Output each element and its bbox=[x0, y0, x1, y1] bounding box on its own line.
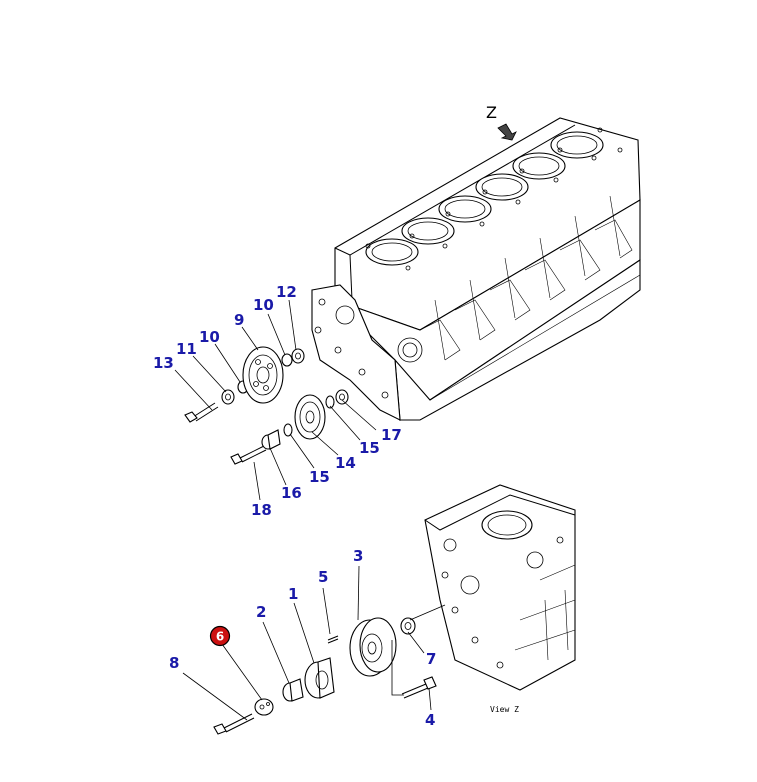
callout-8: 8 bbox=[169, 654, 179, 672]
engine-block-upper: Z bbox=[311, 103, 641, 421]
leader-lines bbox=[174, 299, 432, 721]
callout-10-right: 10 bbox=[253, 296, 274, 314]
callout-4: 4 bbox=[425, 711, 435, 729]
idler-gear-14 bbox=[294, 394, 326, 440]
washer-12 bbox=[291, 348, 305, 364]
bolt-8 bbox=[213, 713, 255, 735]
bolt-4 bbox=[401, 676, 437, 699]
washer-17 bbox=[335, 389, 349, 405]
view-caption: View Z bbox=[490, 705, 519, 714]
bushing-2 bbox=[282, 678, 304, 702]
washer-11 bbox=[221, 389, 235, 405]
callout-15-left: 15 bbox=[309, 468, 330, 486]
view-z-arrow-icon bbox=[497, 123, 517, 141]
callout-9: 9 bbox=[234, 311, 244, 329]
pin-5 bbox=[327, 635, 339, 644]
bolt-18 bbox=[230, 445, 267, 465]
callout-7: 7 bbox=[426, 650, 436, 668]
engine-block-lower: View Z bbox=[424, 484, 576, 714]
upper-gear-train bbox=[184, 346, 349, 465]
callout-13: 13 bbox=[153, 354, 174, 372]
view-marker-label: Z bbox=[486, 103, 497, 122]
spacer-16 bbox=[261, 429, 281, 450]
callout-15-right: 15 bbox=[359, 439, 380, 457]
callout-10-left: 10 bbox=[199, 328, 220, 346]
callout-16: 16 bbox=[281, 484, 302, 502]
bolt-13 bbox=[184, 402, 219, 423]
washer-7 bbox=[400, 617, 416, 635]
callout-5: 5 bbox=[318, 568, 328, 586]
callout-18: 18 bbox=[251, 501, 272, 519]
callout-3: 3 bbox=[353, 547, 363, 565]
cylinder-bores bbox=[365, 131, 604, 266]
callout-12: 12 bbox=[276, 283, 297, 301]
idler-gear-9 bbox=[242, 346, 284, 404]
callout-11: 11 bbox=[176, 340, 197, 358]
lower-crank-parts bbox=[213, 604, 446, 735]
washer-10-right bbox=[281, 353, 293, 367]
washer-6 bbox=[254, 698, 274, 716]
crank-gear-1 bbox=[304, 657, 335, 699]
callout-14: 14 bbox=[335, 454, 356, 472]
callout-6: 6 bbox=[216, 630, 224, 644]
callout-labels: 13 11 10 9 10 12 17 15 14 15 16 18 3 5 1… bbox=[153, 283, 436, 729]
callout-1: 1 bbox=[288, 585, 298, 603]
washer-15-left bbox=[283, 423, 293, 437]
callout-6-highlight-badge[interactable]: 6 bbox=[209, 625, 231, 647]
callout-2: 2 bbox=[256, 603, 266, 621]
crank-gear-3 bbox=[349, 617, 397, 677]
washer-15-right bbox=[325, 395, 335, 409]
callout-17: 17 bbox=[381, 426, 402, 444]
